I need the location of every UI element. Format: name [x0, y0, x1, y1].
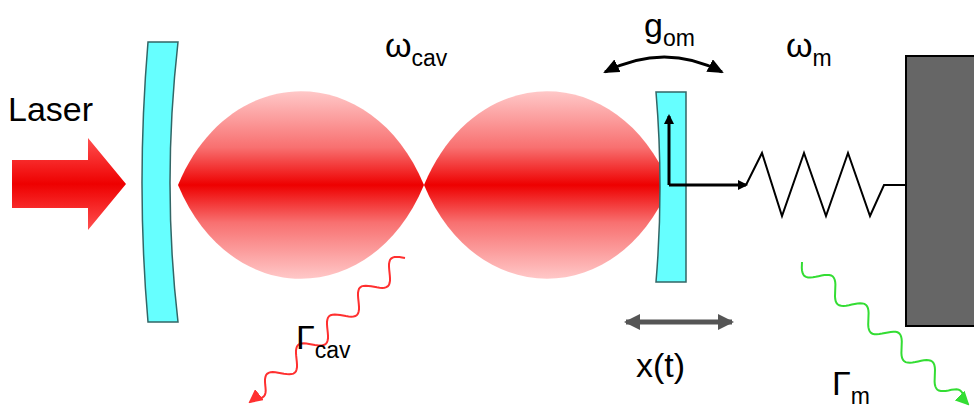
displacement-label: x(t)	[636, 348, 685, 382]
axis-arrow	[669, 184, 746, 187]
coupling-arrow	[605, 57, 722, 72]
loss-wave	[250, 257, 405, 402]
decay-label: Γcav	[296, 320, 351, 354]
axis-arrow	[668, 116, 671, 185]
laser-label: Laser	[8, 92, 93, 126]
coupling-label: gom	[644, 8, 695, 42]
spring	[746, 153, 906, 216]
laser-arrow	[12, 138, 126, 230]
fixed-wall	[906, 56, 974, 326]
cavity-mode-lobe	[178, 91, 424, 279]
input-mirror	[142, 42, 178, 322]
displacement-arrow	[626, 320, 732, 325]
cavity-mode-lobe	[424, 91, 670, 279]
loss-wave	[802, 262, 968, 404]
decay-label: Γm	[832, 366, 870, 400]
frequency-label: ωcav	[385, 28, 447, 62]
movable-mirror	[656, 92, 686, 282]
frequency-label: ωm	[786, 28, 832, 62]
